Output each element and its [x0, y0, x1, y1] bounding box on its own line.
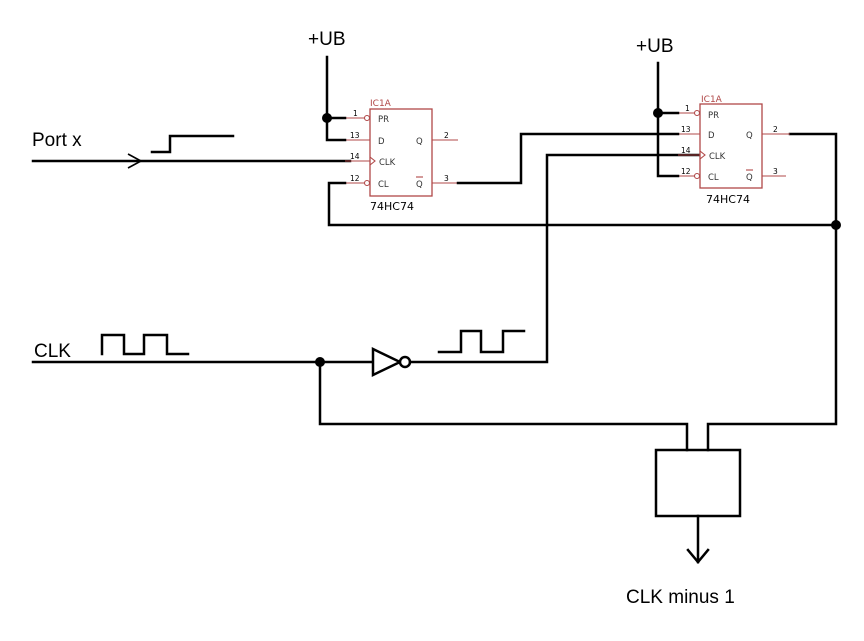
output-label: CLK minus 1 [626, 587, 735, 608]
flipflop-right-type: 74HC74 [706, 193, 750, 206]
flipflop-left-pin-q-name: Q [416, 137, 423, 147]
flipflop-right-pin-qbar-num: 3 [773, 167, 778, 176]
flipflop-right-pin-d-name: D [708, 131, 715, 141]
clk-input-label: CLK [34, 341, 71, 362]
junction-dot [653, 108, 663, 118]
flipflop-left-pin-clk-name: CLK [379, 158, 396, 168]
flipflop-left-pin-pr-name: PR [378, 115, 389, 125]
flipflop-left-pin-cl-name: CL [378, 180, 389, 190]
flipflop-right-pin-cl-num: 12 [681, 167, 691, 176]
and-gate [654, 448, 742, 518]
flipflop-left-pin-qbar-name: Q [416, 180, 423, 190]
flipflop-left-pin-pr-num: 1 [353, 109, 358, 118]
supply-right-wire [656, 61, 680, 178]
supply-label-right: +UB [636, 36, 674, 57]
flipflop-left-pin-qbar-num: 3 [444, 174, 449, 183]
clk-to-and-wire [318, 360, 689, 452]
flipflop-right-pin-cl-name: CL [708, 173, 719, 183]
supply-label-left: +UB [308, 29, 346, 50]
flipflop-right-pin-q-name: Q [746, 131, 753, 141]
flipflop-right-pin-d-num: 13 [681, 125, 691, 134]
flipflop-right-pin-qbar-name: Q [746, 173, 753, 183]
flipflop-right-pin-clk-name: CLK [709, 152, 726, 162]
flipflop-left-pin-q-num: 2 [444, 131, 449, 140]
inverter-gate [371, 347, 412, 377]
junction-dot [315, 357, 325, 367]
junction-dot [322, 113, 332, 123]
junction-dot [831, 220, 841, 230]
flipflop-left-ref: IC1A [370, 99, 392, 109]
flipflop-right-pin-clk-num: 14 [681, 146, 691, 155]
inverted-clk-waveform [437, 329, 526, 354]
flipflop-right-pin-q-num: 2 [773, 125, 778, 134]
flipflop-right: IC1A 74HC74 1 PR 13 D 14 CLK 12 CL 2 Q 3… [678, 95, 790, 206]
supply-left-wire [325, 55, 347, 142]
flipflop-right-pin-pr-name: PR [708, 111, 719, 121]
qbar-to-d-wire [456, 132, 680, 185]
step-signal-waveform [150, 134, 235, 154]
port-input-label: Port x [32, 130, 82, 151]
clk-waveform [100, 333, 190, 356]
flipflop-right-ref: IC1A [701, 95, 723, 105]
clear-feedback-wire [327, 181, 838, 227]
flipflop-left-pin-clk-num: 14 [350, 152, 360, 161]
flipflop-left: IC1A 74HC74 1 PR 13 D 14 CLK 12 CL 2 Q 3… [345, 99, 458, 213]
flipflop-right-pin-pr-num: 1 [685, 104, 690, 113]
inverted-clk-wire [408, 153, 703, 364]
flipflop-left-pin-d-num: 13 [350, 131, 360, 140]
port-input-wire [31, 153, 352, 169]
flipflop-left-pin-cl-num: 12 [350, 174, 360, 183]
output-arrow [686, 514, 710, 564]
flipflop-left-pin-d-name: D [378, 137, 385, 147]
q-to-and-wire [706, 132, 838, 452]
flipflop-left-type: 74HC74 [370, 200, 414, 213]
